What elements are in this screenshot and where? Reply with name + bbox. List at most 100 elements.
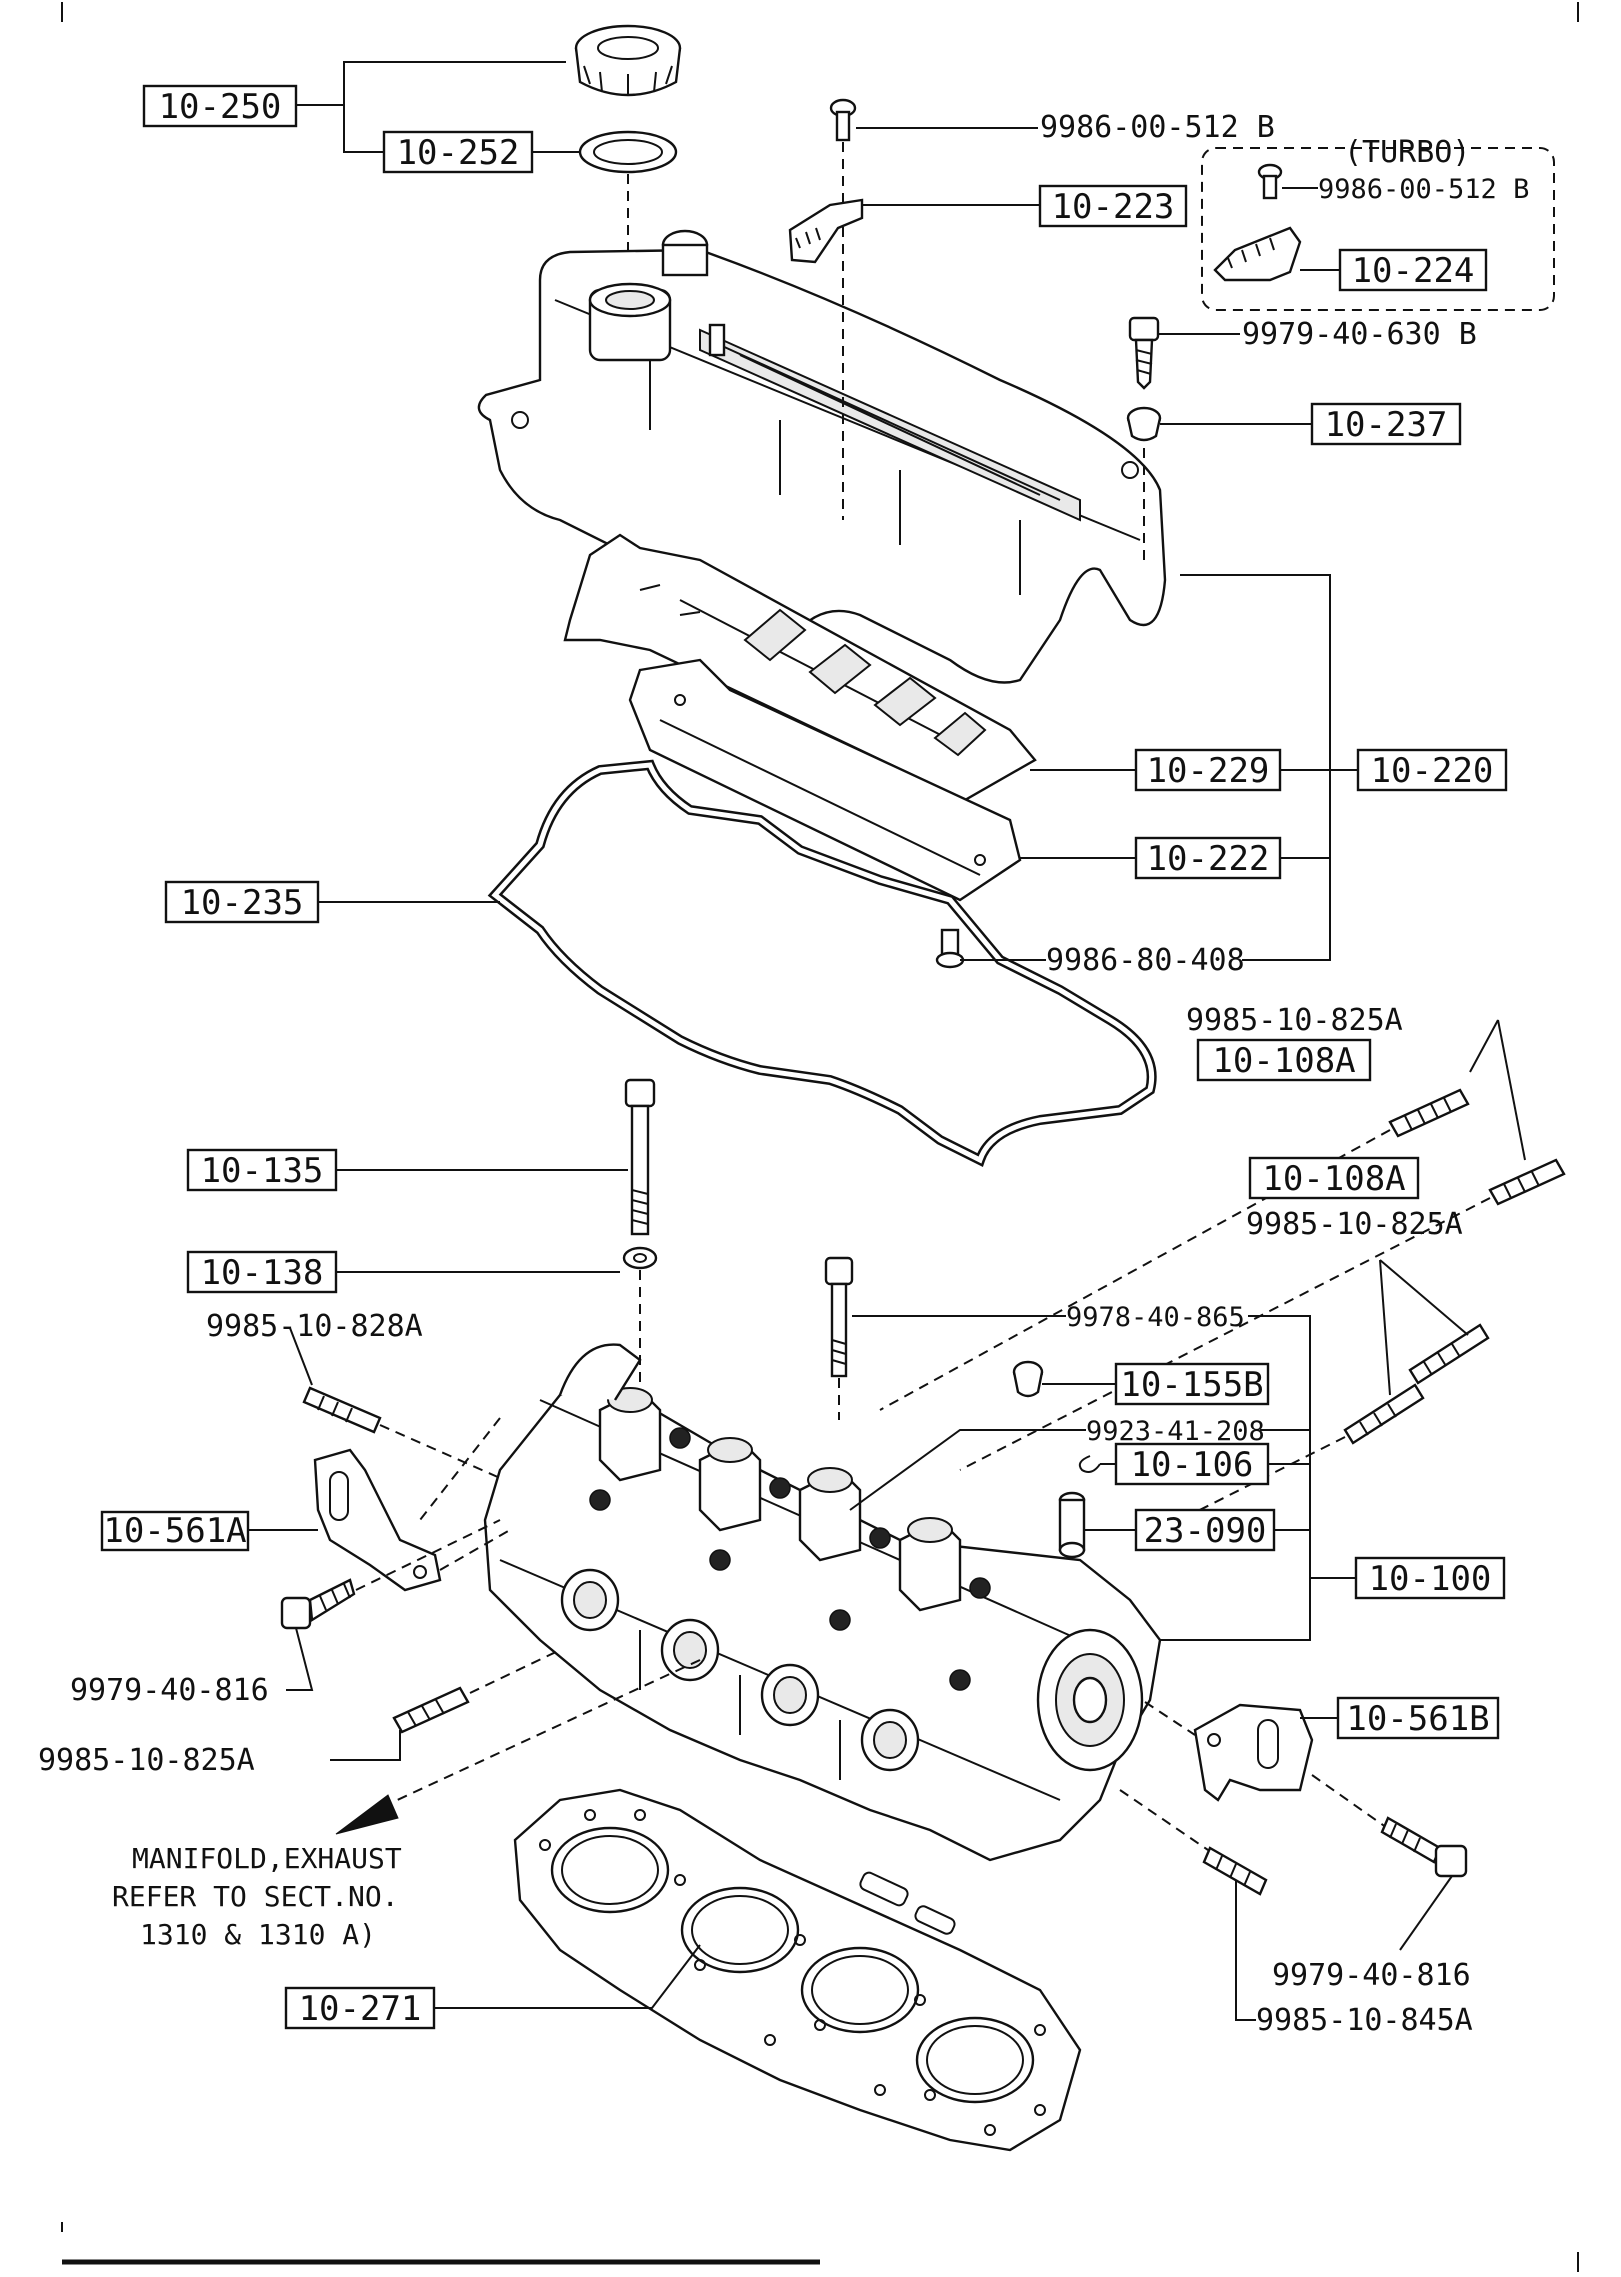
- callout-10-223: 10-223: [1038, 184, 1188, 228]
- grommet-10-237: [1126, 406, 1162, 442]
- callout-10-252: 10-252: [382, 130, 534, 174]
- svg-text:23-090: 23-090: [1144, 1511, 1267, 1551]
- callout-10-224: 10-224: [1338, 248, 1488, 292]
- leader-stud-825a-left: [469, 1649, 561, 1694]
- clip-10-106: [1078, 1455, 1101, 1473]
- svg-text:10-108A: 10-108A: [1212, 1041, 1355, 1081]
- exhaust-manifold-note: MANIFOLD,EXHAUST REFER TO SECT.NO. 1310 …: [112, 1842, 402, 1951]
- stud-9985-10-825a-upper-2: [1488, 1158, 1566, 1206]
- head-bolt-washer-10-138: [622, 1246, 658, 1270]
- baffle-plate-gasket-10-229: [563, 533, 1037, 802]
- label-9979-40-816-left: 9979-40-816: [70, 1673, 269, 1708]
- callout-10-561a: 10-561A: [100, 1510, 250, 1552]
- svg-text:10-108A: 10-108A: [1262, 1159, 1405, 1199]
- callout-10-222: 10-222: [1134, 836, 1282, 880]
- label-9923-41-208: 9923-41-208: [1086, 1416, 1265, 1447]
- svg-text:10-235: 10-235: [181, 883, 304, 923]
- turbo-group-box: [1201, 147, 1555, 311]
- svg-text:10-222: 10-222: [1147, 839, 1270, 879]
- svg-text:10-135: 10-135: [201, 1151, 324, 1191]
- note-line-1: MANIFOLD,EXHAUST: [132, 1842, 402, 1875]
- leader-stud-828a: [379, 1424, 501, 1479]
- bracket-10-223: [788, 198, 864, 264]
- leader-head-left: [419, 1417, 501, 1521]
- bolt-9986-80-408: [935, 928, 965, 969]
- stud-9985-10-825a-upper: [1388, 1088, 1470, 1138]
- dowel-23-090: [1058, 1491, 1086, 1559]
- svg-text:10-229: 10-229: [1147, 751, 1270, 791]
- stud-9985-10-825a-lower: [1408, 1323, 1490, 1385]
- label-9978-40-865: 9978-40-865: [1066, 1302, 1245, 1333]
- callout-10-138: 10-138: [186, 1250, 338, 1294]
- head-gasket-10-271: [513, 1788, 1082, 2152]
- label-9985-10-828a: 9985-10-828A: [206, 1309, 423, 1344]
- svg-text:10-100: 10-100: [1369, 1559, 1492, 1599]
- label-9985-10-825a-left: 9985-10-825A: [38, 1743, 255, 1778]
- valve-cover-gasket-10-235: [487, 759, 1157, 1168]
- stud-9985-10-825a-lower-2: [1343, 1383, 1425, 1445]
- callout-leaders: [248, 61, 1526, 2021]
- stud-9985-10-828a: [302, 1386, 382, 1434]
- svg-text:10-271: 10-271: [299, 1989, 422, 2029]
- callout-10-220: 10-220: [1356, 748, 1508, 792]
- callout-10-237: 10-237: [1310, 402, 1462, 446]
- baffle-plate-10-222: [628, 658, 1022, 902]
- stud-9985-10-825a-left: [392, 1686, 470, 1734]
- callout-10-235: 10-235: [164, 880, 320, 924]
- oil-filler-cap-gasket: [578, 130, 678, 174]
- cylinder-head-10-100: [483, 1343, 1162, 1862]
- label-9986-80-408: 9986-80-408: [1046, 943, 1245, 978]
- callout-10-155b: 10-155B: [1114, 1362, 1270, 1406]
- note-line-2: REFER TO SECT.NO.: [112, 1880, 399, 1913]
- callout-10-250: 10-250: [142, 84, 298, 128]
- callout-23-090: 23-090: [1134, 1508, 1276, 1552]
- svg-text:10-138: 10-138: [201, 1253, 324, 1293]
- callout-10-229: 10-229: [1134, 748, 1282, 792]
- svg-text:10-155B: 10-155B: [1120, 1365, 1263, 1405]
- bracket-10-561a: [313, 1448, 442, 1592]
- label-9979-40-816-right: 9979-40-816: [1272, 1958, 1471, 1993]
- label-9986-00-512b-turbo: 9986-00-512 B: [1318, 174, 1529, 205]
- svg-text:10-237: 10-237: [1325, 405, 1448, 445]
- svg-text:10-561B: 10-561B: [1346, 1699, 1489, 1739]
- label-9979-40-630b: 9979-40-630 B: [1242, 317, 1477, 352]
- turbo-bracket-10-224: [1213, 226, 1302, 282]
- leader-bolt-816-left: [355, 1519, 501, 1591]
- label-9985-10-825a-middle: 9985-10-825A: [1246, 1207, 1463, 1242]
- callout-10-561b: 10-561B: [1336, 1696, 1500, 1740]
- label-9985-10-825a-upper: 9985-10-825A: [1186, 1003, 1403, 1038]
- bracket-10-561b: [1193, 1703, 1314, 1802]
- svg-text:10-106: 10-106: [1131, 1445, 1254, 1485]
- bolt-9979-40-630b: [1128, 316, 1160, 390]
- label-9986-00-512b: 9986-00-512 B: [1040, 110, 1275, 145]
- svg-text:10-220: 10-220: [1371, 751, 1494, 791]
- turbo-bolt-9986-00-512b: [1257, 163, 1283, 200]
- svg-text:10-223: 10-223: [1052, 187, 1175, 227]
- label-9985-10-845a: 9985-10-845A: [1256, 2003, 1473, 2038]
- callout-10-108a-lower: 10-108A: [1248, 1156, 1420, 1200]
- svg-text:10-224: 10-224: [1352, 251, 1475, 291]
- callout-10-106: 10-106: [1114, 1442, 1270, 1486]
- note-line-3: 1310 & 1310 A): [140, 1918, 376, 1951]
- leader-stud-845a: [1119, 1789, 1209, 1851]
- page-edge-marks: [61, 2, 1579, 2272]
- callout-10-271: 10-271: [284, 1986, 436, 2030]
- bolt-9986-00-512b: [829, 98, 857, 142]
- bolt-9979-40-816-right: [1380, 1816, 1468, 1878]
- svg-text:10-250: 10-250: [159, 87, 282, 127]
- label-turbo: (TURBO): [1344, 135, 1470, 170]
- callout-10-108a-upper: 10-108A: [1196, 1038, 1372, 1082]
- leader-bracket-561a: [439, 1529, 511, 1571]
- bolt-9978-40-865: [824, 1256, 854, 1378]
- oil-filler-cap: [574, 24, 682, 97]
- plug-10-155b: [1012, 1360, 1044, 1398]
- valve-cover: [477, 229, 1167, 684]
- stud-9985-10-845a: [1202, 1846, 1268, 1896]
- callout-10-135: 10-135: [186, 1148, 338, 1192]
- svg-text:10-252: 10-252: [397, 133, 520, 173]
- bolt-9979-40-816-left: [280, 1578, 356, 1630]
- leader-bracket-561b: [1144, 1701, 1196, 1736]
- leader-bracket-561b-bolt: [1311, 1774, 1391, 1831]
- callout-10-100: 10-100: [1354, 1556, 1506, 1600]
